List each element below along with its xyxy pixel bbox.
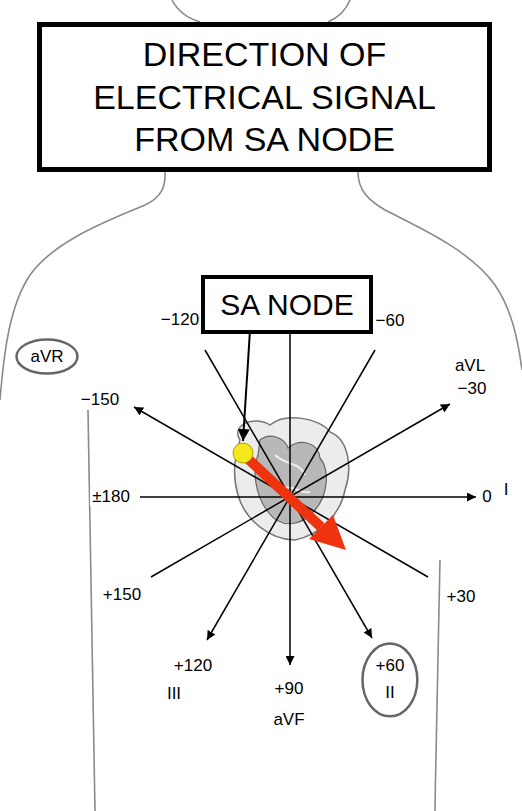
head-outline [172, 0, 200, 22]
axis-degree: +120 [172, 657, 214, 676]
axis-degree: 0 [480, 488, 493, 507]
node-text: +60 [376, 657, 405, 676]
arm-outline [435, 560, 440, 811]
signal-arrowhead [309, 515, 346, 550]
sa-node-dot [233, 443, 253, 463]
axis-degree: −120 [159, 311, 201, 330]
axis-degree: +30 [445, 588, 478, 607]
lead-iii-axis [207, 350, 375, 640]
lead-name: I [502, 481, 511, 500]
avl-axis [151, 404, 450, 577]
ellipse-outline [17, 340, 78, 374]
lead-name: III [165, 685, 183, 704]
node-content: aVR [15, 338, 79, 375]
circled-lead: +60II [361, 642, 419, 718]
node-text: II [385, 684, 394, 703]
axis-degree: −60 [374, 312, 407, 331]
head-outline [328, 0, 350, 22]
lead-ii-axis [205, 350, 372, 638]
axis-degree: +90 [273, 680, 306, 699]
ellipse-outline [361, 642, 419, 718]
signal-arrow [245, 456, 321, 527]
title-text: DIRECTION OF ELECTRICAL SIGNAL FROM SA N… [42, 33, 487, 161]
axis-degree: +150 [101, 586, 143, 605]
circled-lead: aVR [15, 338, 79, 375]
node-content: DIRECTION OF ELECTRICAL SIGNAL FROM SA N… [42, 27, 487, 167]
body-outline [0, 172, 165, 400]
node-text: aVR [30, 348, 63, 367]
title-box: DIRECTION OF ELECTRICAL SIGNAL FROM SA N… [37, 22, 492, 172]
ellipse-outline [363, 644, 418, 717]
node-text: SA NODE [220, 288, 353, 321]
leader-arrow [243, 330, 250, 441]
lead-name: aVF [271, 711, 306, 730]
axis-degree: ±180 [90, 488, 132, 507]
node-content: +60II [361, 642, 419, 718]
callout-box: SA NODE [201, 275, 372, 334]
arm-outline [88, 410, 95, 811]
axis-degree: −150 [79, 391, 121, 410]
avr-axis [134, 407, 428, 577]
lead-i-axis [140, 496, 476, 498]
node-content: SA NODE [205, 279, 368, 330]
axis-degree: −30 [456, 380, 489, 399]
lead-name: aVL [453, 357, 487, 376]
body-outline [358, 172, 522, 370]
